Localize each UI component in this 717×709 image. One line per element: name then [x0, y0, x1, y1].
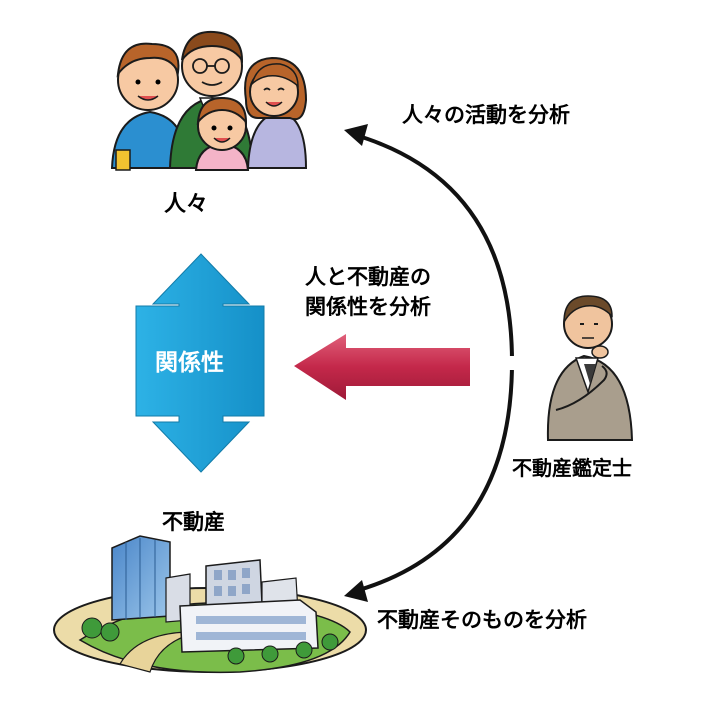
arc-arrowhead-top	[344, 124, 368, 146]
analysis-arrow-icon	[294, 334, 470, 400]
city-buildings-illustration	[53, 535, 367, 674]
family-illustration	[110, 30, 308, 171]
relation-analysis-label: 人と不動産の 関係性を分析	[305, 262, 431, 322]
analysis-arc	[344, 124, 524, 602]
appraiser-label: 不動産鑑定士	[512, 456, 632, 480]
arc-arrowhead-bottom	[344, 580, 368, 602]
people-activity-label: 人々の活動を分析	[402, 103, 570, 127]
relation-double-arrow	[135, 253, 265, 473]
appraiser-illustration	[546, 295, 634, 441]
relation-analysis-line-2: 関係性を分析	[305, 295, 431, 319]
people-label: 人々	[164, 192, 209, 217]
real-estate-label: 不動産	[162, 510, 225, 534]
real-estate-analysis-label: 不動産そのものを分析	[377, 608, 587, 632]
relation-analysis-line-1: 人と不動産の	[305, 265, 431, 289]
relation-label: 関係性	[155, 350, 224, 376]
